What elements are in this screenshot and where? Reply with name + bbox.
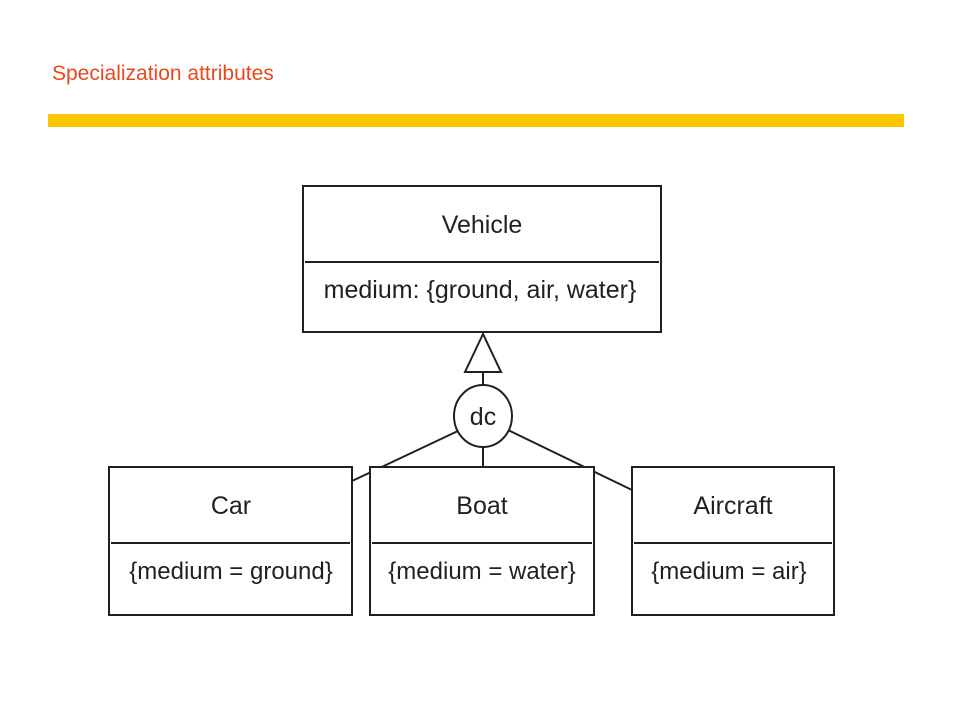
subclass-box-car — [108, 466, 353, 616]
title-underline-bar — [48, 114, 904, 127]
subclass-name-aircraft: Aircraft — [693, 492, 772, 520]
slide-title: Specialization attributes — [52, 62, 274, 85]
disjoint-complete-circle — [453, 384, 513, 448]
subclass-box-boat — [369, 466, 595, 616]
superclass-attribute: medium: {ground, air, water} — [324, 276, 637, 304]
subclass-attribute-boat: {medium = water} — [388, 558, 575, 585]
subclass-name-car: Car — [211, 492, 251, 520]
subclass-box-aircraft — [631, 466, 835, 616]
connector-to-aircraft — [507, 429, 633, 491]
constraint-label: dc — [470, 403, 496, 431]
subclass-attribute-car: {medium = ground} — [129, 558, 332, 585]
subclass-name-boat: Boat — [456, 492, 507, 520]
subclass-attribute-aircraft: {medium = air} — [651, 558, 806, 585]
superclass-box — [302, 185, 662, 333]
inheritance-arrow — [463, 331, 503, 373]
superclass-name: Vehicle — [442, 211, 523, 239]
